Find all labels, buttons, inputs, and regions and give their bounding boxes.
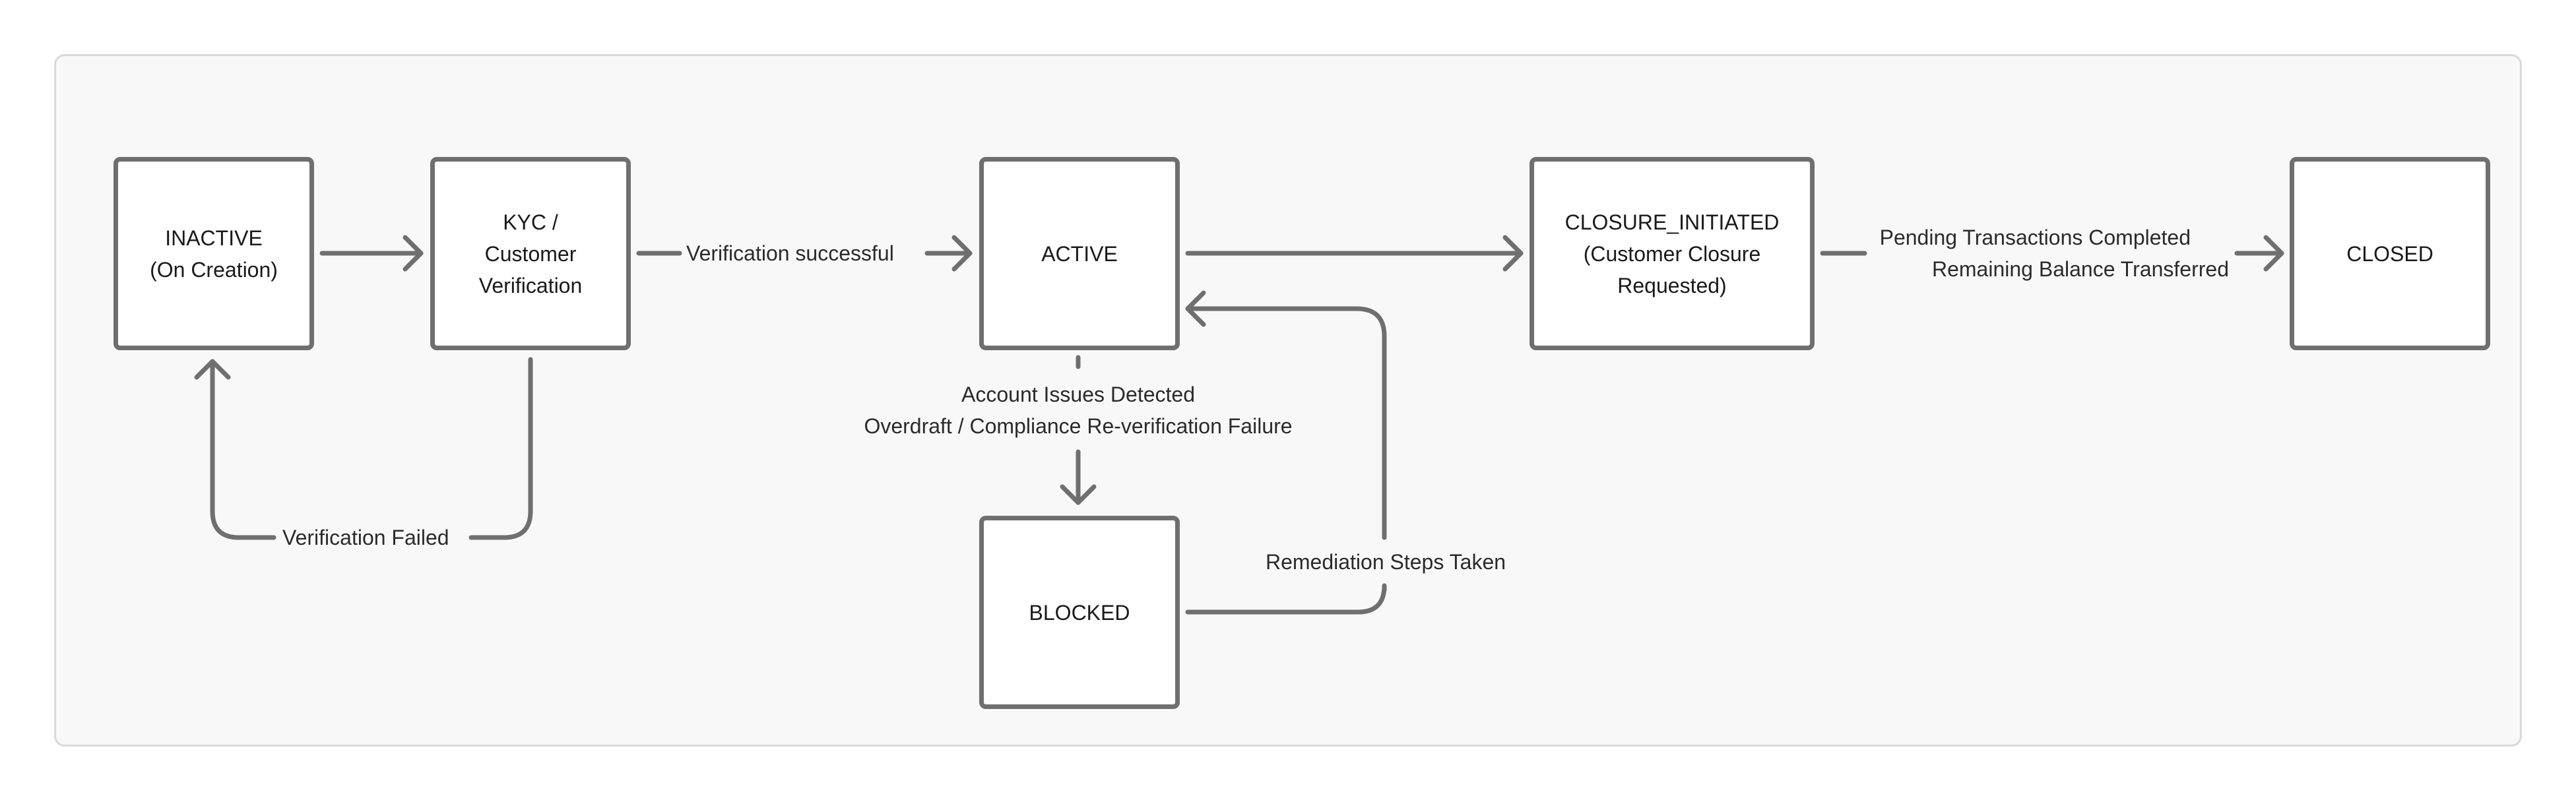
edge-label-pending-transactions: Pending Transactions Completed Remaining… (1873, 222, 2229, 285)
edge-blocked-to-active (1185, 290, 1387, 615)
edge-label-remediation: Remediation Steps Taken (1254, 546, 1518, 578)
edge-inactive-to-kyc (319, 235, 424, 272)
state-active: ACTIVE (979, 157, 1180, 350)
state-kyc-verification: KYC / Customer Verification (430, 157, 631, 350)
edge-active-to-blocked (1060, 355, 1097, 505)
state-blocked: BLOCKED (979, 516, 1180, 709)
edge-label-account-issues: Account Issues Detected Overdraft / Comp… (847, 379, 1309, 442)
state-inactive: INACTIVE (On Creation) (113, 157, 314, 350)
edge-active-to-closure (1185, 235, 1524, 272)
edge-kyc-to-inactive (194, 357, 533, 540)
state-closure-initiated: CLOSURE_INITIATED (Customer Closure Requ… (1530, 157, 1815, 350)
edge-label-verification-successful: Verification successful (686, 237, 894, 269)
state-closed: CLOSED (2290, 157, 2490, 350)
edge-label-verification-failed: Verification Failed (282, 522, 449, 553)
edge-kyc-to-active (636, 235, 973, 272)
edge-closure-to-closed (1820, 235, 2284, 272)
